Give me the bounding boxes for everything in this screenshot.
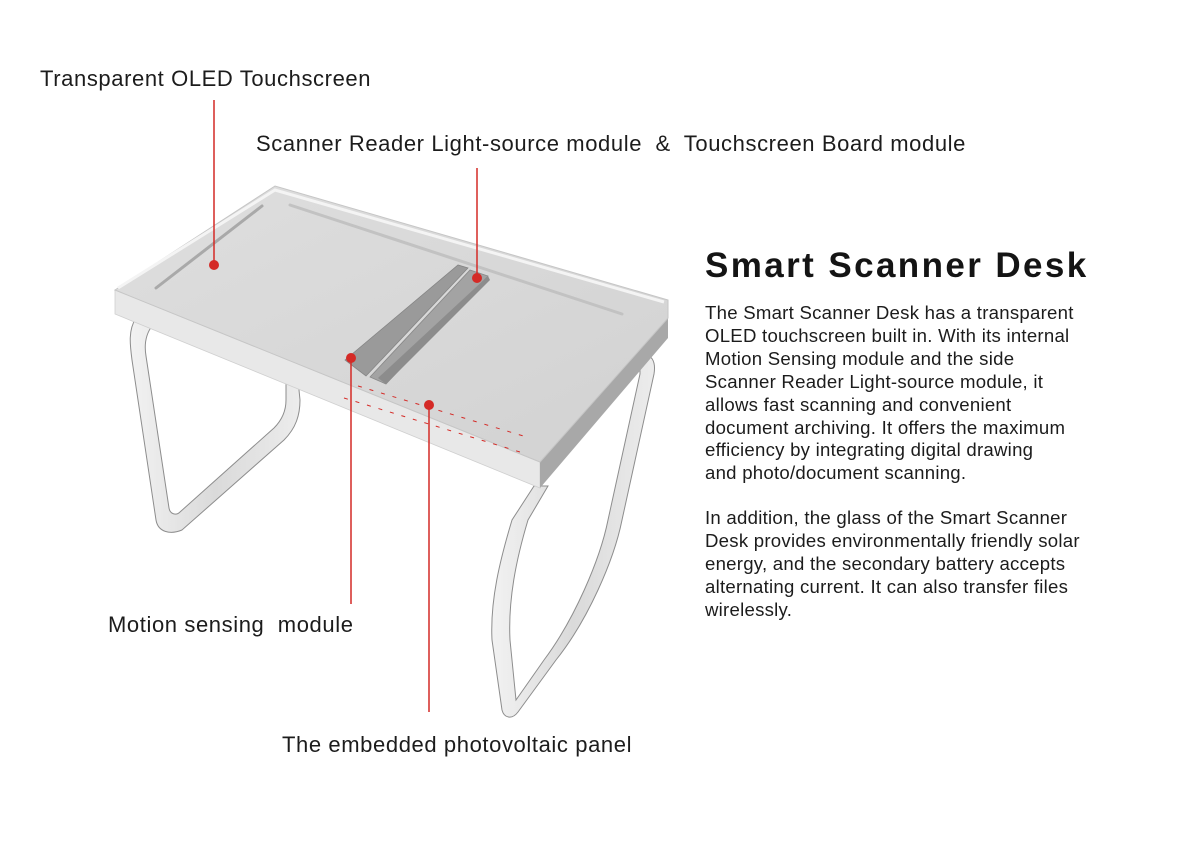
- description-line: OLED touchscreen built in. With its inte…: [705, 324, 1070, 346]
- description-line: In addition, the glass of the Smart Scan…: [705, 507, 1068, 528]
- description-line: efficiency by integrating digital drawin…: [705, 439, 1034, 461]
- groove-left: [154, 204, 264, 290]
- callout-dot-icon: [346, 353, 356, 363]
- callout-scanner: [472, 168, 482, 283]
- description-line: document archiving. It offers the maximu…: [705, 416, 1066, 438]
- page-title: Smart Scanner Desk: [705, 246, 1089, 285]
- callout-photovoltaic: [424, 400, 434, 712]
- scanner-module: [344, 264, 490, 385]
- description-line: and photo/document scanning.: [705, 462, 967, 484]
- description-line: alternating current. It can also transfe…: [705, 575, 1069, 597]
- description-line: Scanner Reader Light-source module, it: [705, 370, 1044, 392]
- callout-motion: [346, 353, 356, 604]
- callout-dot-icon: [472, 273, 482, 283]
- description-line: Motion Sensing module and the side: [705, 347, 1015, 369]
- description-paragraph-2: In addition, the glass of the Smart Scan…: [705, 507, 1165, 622]
- description-line: The Smart Scanner Desk has a transparent: [705, 302, 1074, 323]
- callout-label-scanner: Scanner Reader Light-source module & Tou…: [256, 131, 967, 156]
- callout-label-photovoltaic: The embedded photovoltaic panel: [282, 732, 633, 757]
- callout-label-motion: Motion sensing module: [108, 612, 354, 637]
- groove-top: [288, 203, 624, 316]
- description-line: allows fast scanning and convenient: [705, 393, 1012, 415]
- description-line: wirelessly.: [705, 598, 793, 620]
- callout-oled: [209, 100, 219, 270]
- description-line: energy, and the secondary battery accept…: [705, 552, 1066, 574]
- callout-label-oled: Transparent OLED Touchscreen: [40, 66, 372, 91]
- description-paragraph-1: The Smart Scanner Desk has a transparent…: [705, 302, 1165, 485]
- callout-dot-icon: [424, 400, 434, 410]
- callout-dot-icon: [209, 260, 219, 270]
- desk-leg-right: [491, 354, 655, 718]
- description-line: Desk provides environmentally friendly s…: [705, 529, 1080, 551]
